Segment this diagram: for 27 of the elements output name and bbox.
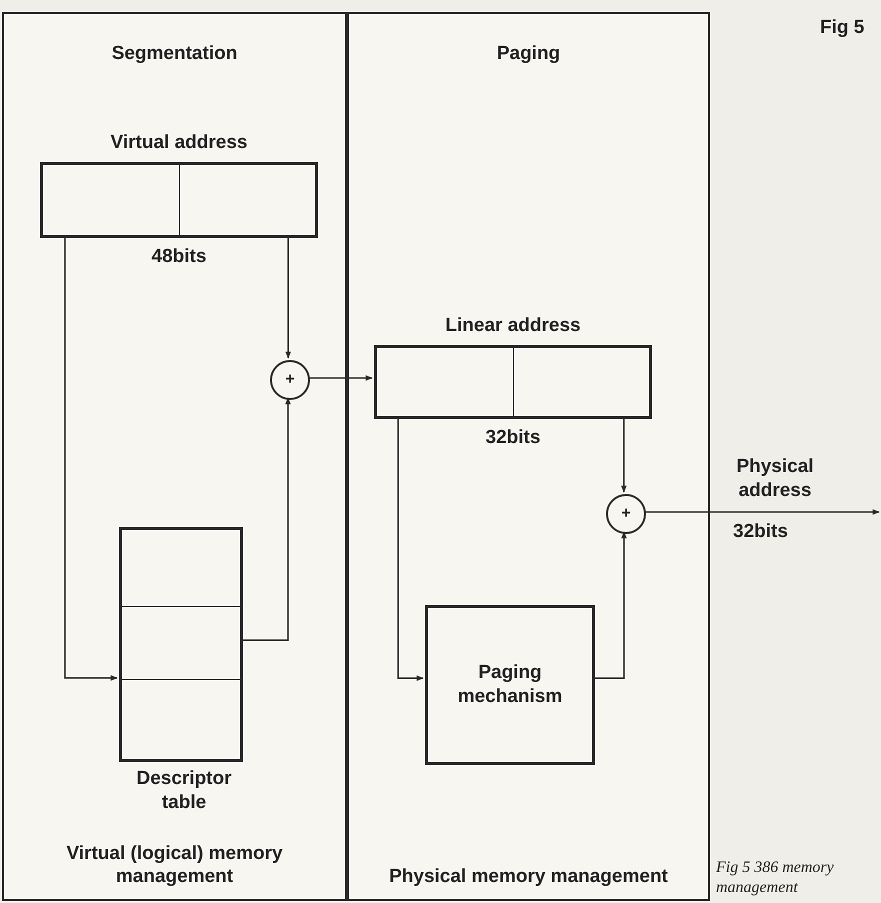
arrow (644, 509, 880, 515)
panel-title: Paging (496, 42, 560, 66)
arrow (593, 531, 627, 679)
bit-width-label: 48bits (152, 245, 206, 269)
register-title: Virtual address (110, 131, 248, 155)
panel-caption: Physical memory management (389, 865, 668, 889)
bit-width-label: 32bits (733, 520, 788, 544)
register-title: Linear address (445, 314, 581, 338)
process-box (425, 605, 595, 765)
arrow (64, 236, 118, 681)
table-title: Descriptor table (135, 767, 233, 814)
edge-label: Physical address (735, 455, 815, 502)
plus-sign: + (285, 372, 295, 388)
figure-caption: Fig 5 386 memory management (716, 858, 835, 898)
arrow (397, 417, 424, 681)
arrow (285, 236, 291, 359)
arrow (308, 375, 373, 381)
panel-title: Segmentation (112, 42, 238, 66)
bit-width-label: 32bits (486, 426, 540, 450)
panel (2, 12, 347, 901)
plus-sign: + (621, 506, 631, 522)
process-label: Paging mechanism (456, 661, 564, 709)
arrow (241, 397, 291, 641)
figure-number: Fig 5 (820, 16, 864, 40)
panel-caption: Virtual (logical) memory management (65, 842, 284, 889)
arrow (621, 417, 627, 493)
panel (347, 12, 710, 901)
